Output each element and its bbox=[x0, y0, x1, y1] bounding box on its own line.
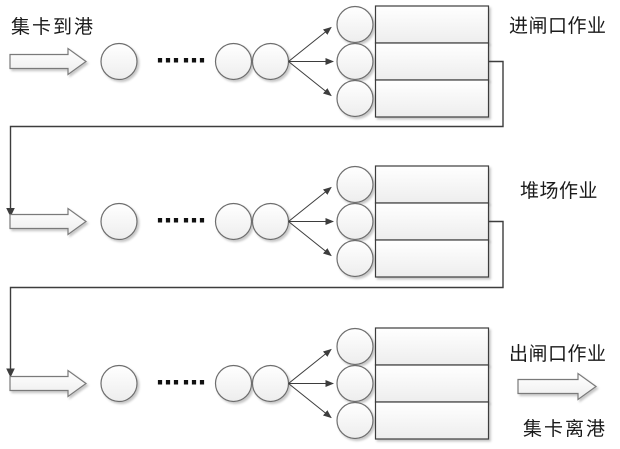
queue-ellipsis: …… bbox=[156, 41, 208, 69]
server-box-2 bbox=[374, 42, 490, 81]
arrival-label: 集卡到港 bbox=[11, 16, 95, 38]
departure-flow-arrow-icon bbox=[517, 372, 598, 401]
service-circle-2 bbox=[336, 42, 374, 81]
departure-label: 集卡离港 bbox=[523, 418, 607, 440]
server-box-3 bbox=[374, 79, 490, 118]
server-box-3 bbox=[374, 239, 490, 278]
stage-yard: …… 堆场作业 bbox=[9, 165, 598, 278]
queue-tail-circle-1 bbox=[214, 202, 253, 241]
arrival-flow-arrow-icon bbox=[9, 47, 88, 76]
dispatch-arrow-top bbox=[288, 26, 332, 62]
dispatch-arrow-bottom bbox=[288, 221, 332, 257]
arrowhead-down-icon-1 bbox=[6, 208, 15, 217]
server-box-3 bbox=[374, 401, 490, 440]
queue-tail-circle-2 bbox=[251, 42, 290, 81]
server-box-1 bbox=[374, 327, 490, 366]
queue-tail-circle-1 bbox=[214, 364, 253, 403]
service-circle-2 bbox=[336, 202, 374, 241]
queue-tail-circle-2 bbox=[251, 202, 290, 241]
stage-label-gate-out: 出闸口作业 bbox=[509, 343, 607, 365]
queue-head-circle bbox=[100, 42, 138, 81]
service-circle-3 bbox=[336, 239, 374, 278]
dispatch-arrow-bottom bbox=[288, 383, 332, 419]
dispatch-arrow-bottom bbox=[288, 61, 332, 97]
queue-tail-circle-2 bbox=[251, 364, 290, 403]
dispatch-arrow-top bbox=[288, 348, 332, 384]
arrowhead-down-icon-2 bbox=[6, 368, 15, 378]
stage2-flow-arrow-icon bbox=[9, 207, 88, 236]
feedback-line-1 bbox=[9, 60, 504, 208]
queue-ellipsis: …… bbox=[156, 201, 208, 229]
service-circle-1 bbox=[336, 5, 374, 44]
dispatch-arrow-top bbox=[288, 186, 332, 222]
server-box-1 bbox=[374, 165, 490, 204]
server-box-2 bbox=[374, 364, 490, 403]
stage-gate-in: 集卡到港 …… 进闸口作业 bbox=[9, 5, 607, 118]
queue-head-circle bbox=[100, 364, 138, 403]
connector-gate-in-to-yard bbox=[6, 60, 504, 217]
feedback-line-2 bbox=[9, 220, 504, 369]
service-circle-3 bbox=[336, 401, 374, 440]
stage-label-yard: 堆场作业 bbox=[520, 180, 598, 202]
queue-tail-circle-1 bbox=[214, 42, 253, 81]
connector-yard-to-gate-out bbox=[6, 220, 504, 378]
stage3-flow-arrow-icon bbox=[9, 369, 88, 398]
service-circle-3 bbox=[336, 79, 374, 118]
server-box-2 bbox=[374, 202, 490, 241]
service-circle-1 bbox=[336, 165, 374, 204]
service-circle-1 bbox=[336, 327, 374, 366]
service-circle-2 bbox=[336, 364, 374, 403]
queue-head-circle bbox=[100, 202, 138, 241]
queue-ellipsis: …… bbox=[156, 363, 208, 391]
stage-label-gate-in: 进闸口作业 bbox=[509, 15, 607, 37]
server-box-1 bbox=[374, 5, 490, 44]
stage-gate-out: …… 出闸口作业 集卡离港 bbox=[9, 327, 607, 440]
